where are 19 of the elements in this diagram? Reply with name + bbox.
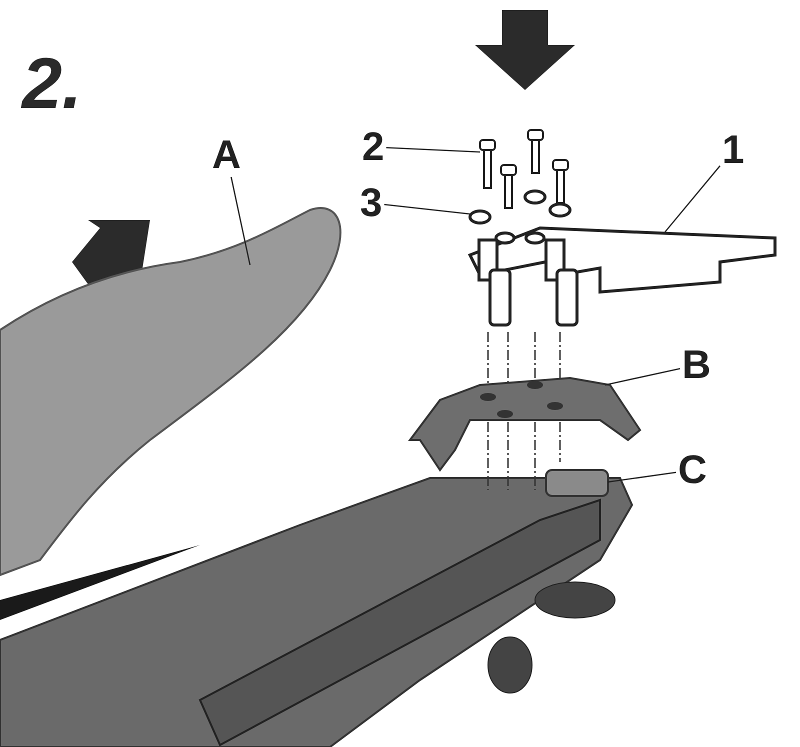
part-drawing <box>0 207 342 576</box>
part-drawing <box>468 226 776 326</box>
leader-line <box>604 368 680 386</box>
callout-letter: 2 <box>362 127 384 167</box>
leader-line <box>386 146 480 153</box>
part-drawing <box>479 139 496 189</box>
leader-line <box>608 472 676 483</box>
callout-letter: 1 <box>722 130 744 170</box>
callout-letter: 3 <box>360 183 382 223</box>
leader-line <box>664 165 720 232</box>
part-drawing <box>408 377 642 472</box>
washer-drawing <box>468 210 492 224</box>
mount-point-drawing <box>545 469 609 497</box>
callout-letter: B <box>682 345 711 385</box>
leader-line <box>230 176 251 266</box>
callout-letter: C <box>678 450 707 490</box>
leader-line <box>384 204 470 215</box>
callout-letter: A <box>212 135 241 175</box>
step-number: 2. <box>22 48 82 120</box>
